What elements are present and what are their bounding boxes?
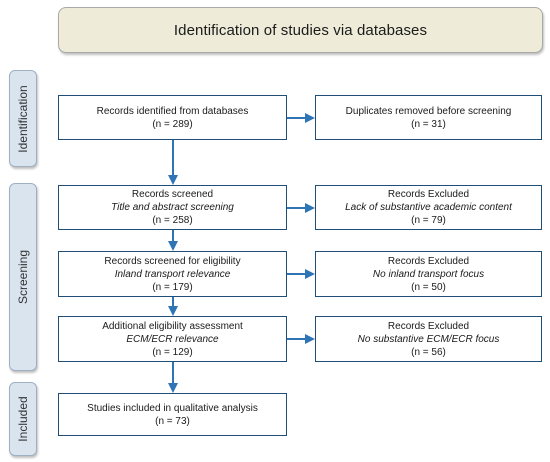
box-screened-eligibility: Records screened for eligibility Inland … [58,251,287,297]
excluded-1-label: Records Excluded [387,189,470,200]
included-studies-label: Studies included in qualitative analysis [87,402,258,414]
stage-included: Included [9,382,37,456]
screened-eligibility-note: Inland transport relevance [114,268,231,280]
box-included-studies: Studies included in qualitative analysis… [58,393,287,436]
records-identified-count: (n = 289) [152,118,193,130]
screened-eligibility-label: Records screened for eligibility [104,255,241,267]
duplicates-removed-count: (n = 31) [411,118,446,130]
records-identified-label: Records identified from databases [96,105,249,117]
diagram-title: Identification of studies via databases [58,7,543,53]
box-records-identified: Records identified from databases (n = 2… [58,95,287,140]
excluded-3-label: Records Excluded [387,320,470,332]
excluded-1-note: Lack of substantive academic content [345,202,512,213]
excluded-1-count: (n = 79) [411,215,446,226]
box-duplicates-removed: Duplicates removed before screening (n =… [315,95,542,140]
excluded-2-label: Records Excluded [387,255,470,267]
excluded-3-note: No substantive ECM/ECR focus [357,333,500,345]
additional-assessment-count: (n = 129) [152,346,193,358]
stage-identification: Identification [9,70,37,167]
box-additional-assessment: Additional eligibility assessment ECM/EC… [58,316,287,362]
box-excluded-2: Records Excluded No inland transport foc… [315,251,542,297]
records-screened-note: Title and abstract screening [111,202,234,213]
records-screened-label: Records screened [131,189,214,200]
excluded-3-count: (n = 56) [411,346,446,358]
additional-assessment-label: Additional eligibility assessment [102,320,243,332]
box-records-screened: Records screened Title and abstract scre… [58,185,287,230]
included-studies-count: (n = 73) [155,415,190,427]
box-excluded-3: Records Excluded No substantive ECM/ECR … [315,316,542,362]
excluded-2-note: No inland transport focus [372,268,485,280]
screened-eligibility-count: (n = 179) [152,281,193,293]
duplicates-removed-label: Duplicates removed before screening [345,105,512,117]
stage-screening: Screening [9,183,37,371]
records-screened-count: (n = 258) [152,215,193,226]
box-excluded-1: Records Excluded Lack of substantive aca… [315,185,542,230]
additional-assessment-note: ECM/ECR relevance [126,333,219,345]
excluded-2-count: (n = 50) [411,281,446,293]
